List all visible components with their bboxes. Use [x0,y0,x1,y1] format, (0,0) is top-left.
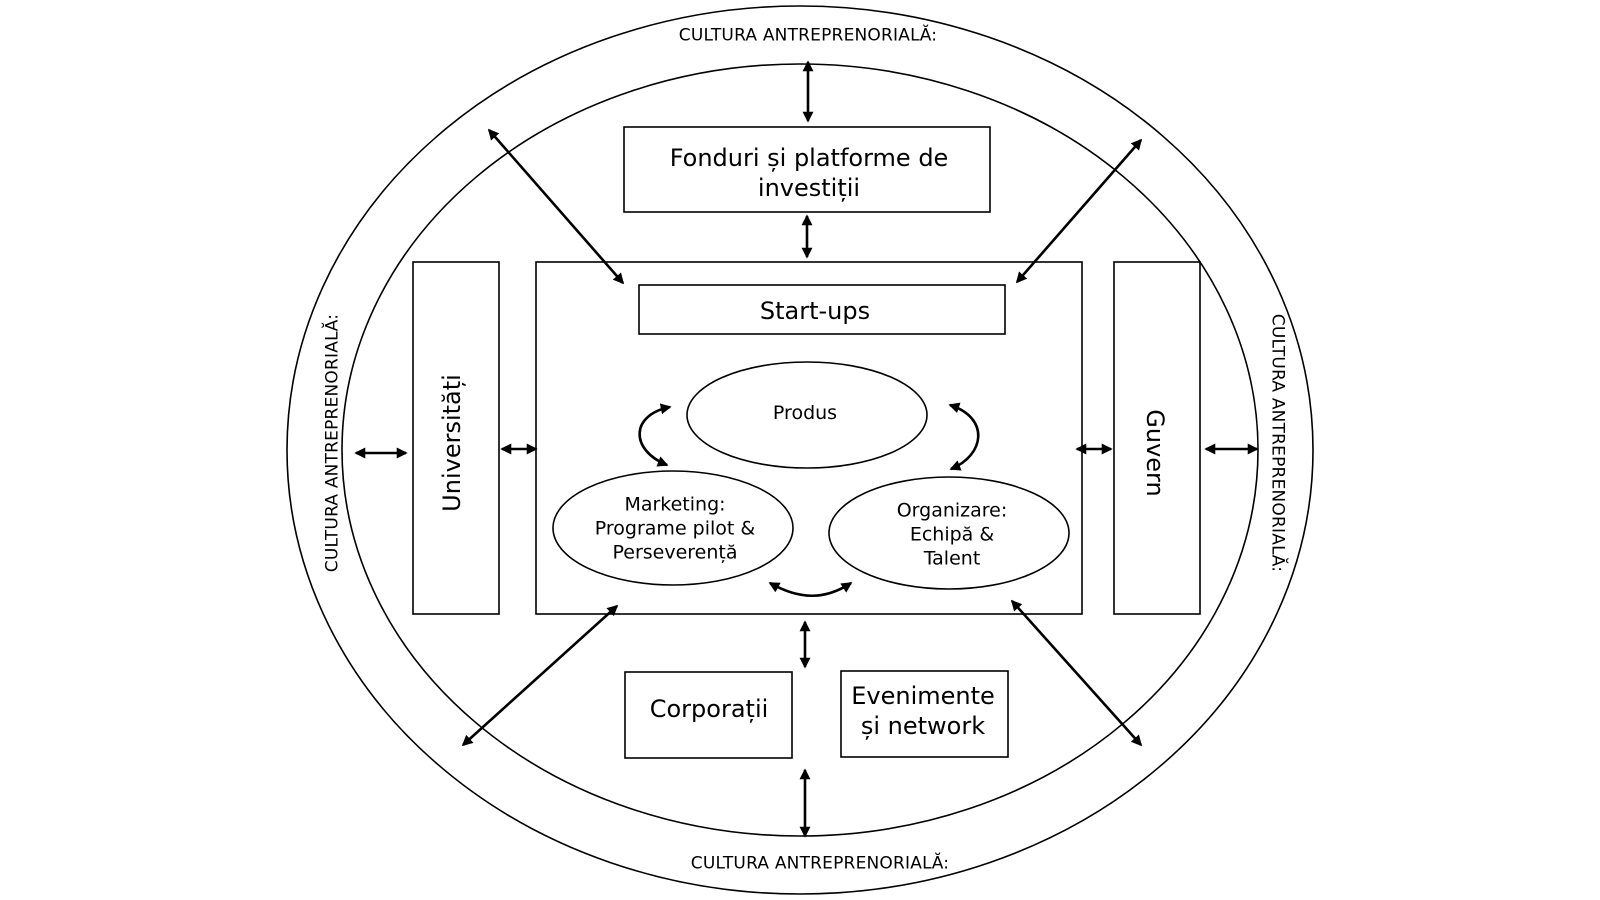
organization-label: Organizare: Echipă & Talent [896,499,1008,569]
events-label: Evenimente și network [851,682,995,740]
funds-label: Fonduri și platforme de investiții [669,144,949,202]
culture-label-right: CULTURA ANTREPRENORIALĂ: [1267,313,1288,573]
arrow-diag-top-left [487,128,625,285]
government-box [1113,261,1201,615]
corporations-label: Corporații [649,695,769,723]
organization-ellipse [828,476,1070,590]
culture-label-top: CULTURA ANTREPRENORIALĂ: [678,25,938,46]
cycle-arrow-marketing-organization [768,581,853,598]
cycle-arrow-marketing-product [638,403,672,467]
marketing-ellipse [552,470,794,586]
culture-label-left: CULTURA ANTREPRENORIALĂ: [322,313,343,573]
product-ellipse [686,361,928,469]
universities-label: Universități [438,374,466,512]
product-label: Produs [772,402,838,425]
arrow-diag-top-right [1015,138,1143,284]
marketing-label: Marketing: Programe pilot & Perseverență [594,493,756,563]
corporations-box [624,671,793,759]
government-label: Guvern [1141,409,1169,497]
events-box [840,670,1009,758]
startups-label: Start-ups [759,297,871,325]
cycle-arrow-product-organization [948,402,980,471]
startups-box [638,284,1006,335]
arrow-diag-bottom-left [461,604,619,747]
funds-box [623,126,991,213]
outer-ellipse [286,5,1314,895]
universities-box [412,261,500,615]
arrow-diag-bottom-right [1010,599,1143,747]
culture-label-bottom: CULTURA ANTREPRENORIALĂ: [690,853,950,874]
